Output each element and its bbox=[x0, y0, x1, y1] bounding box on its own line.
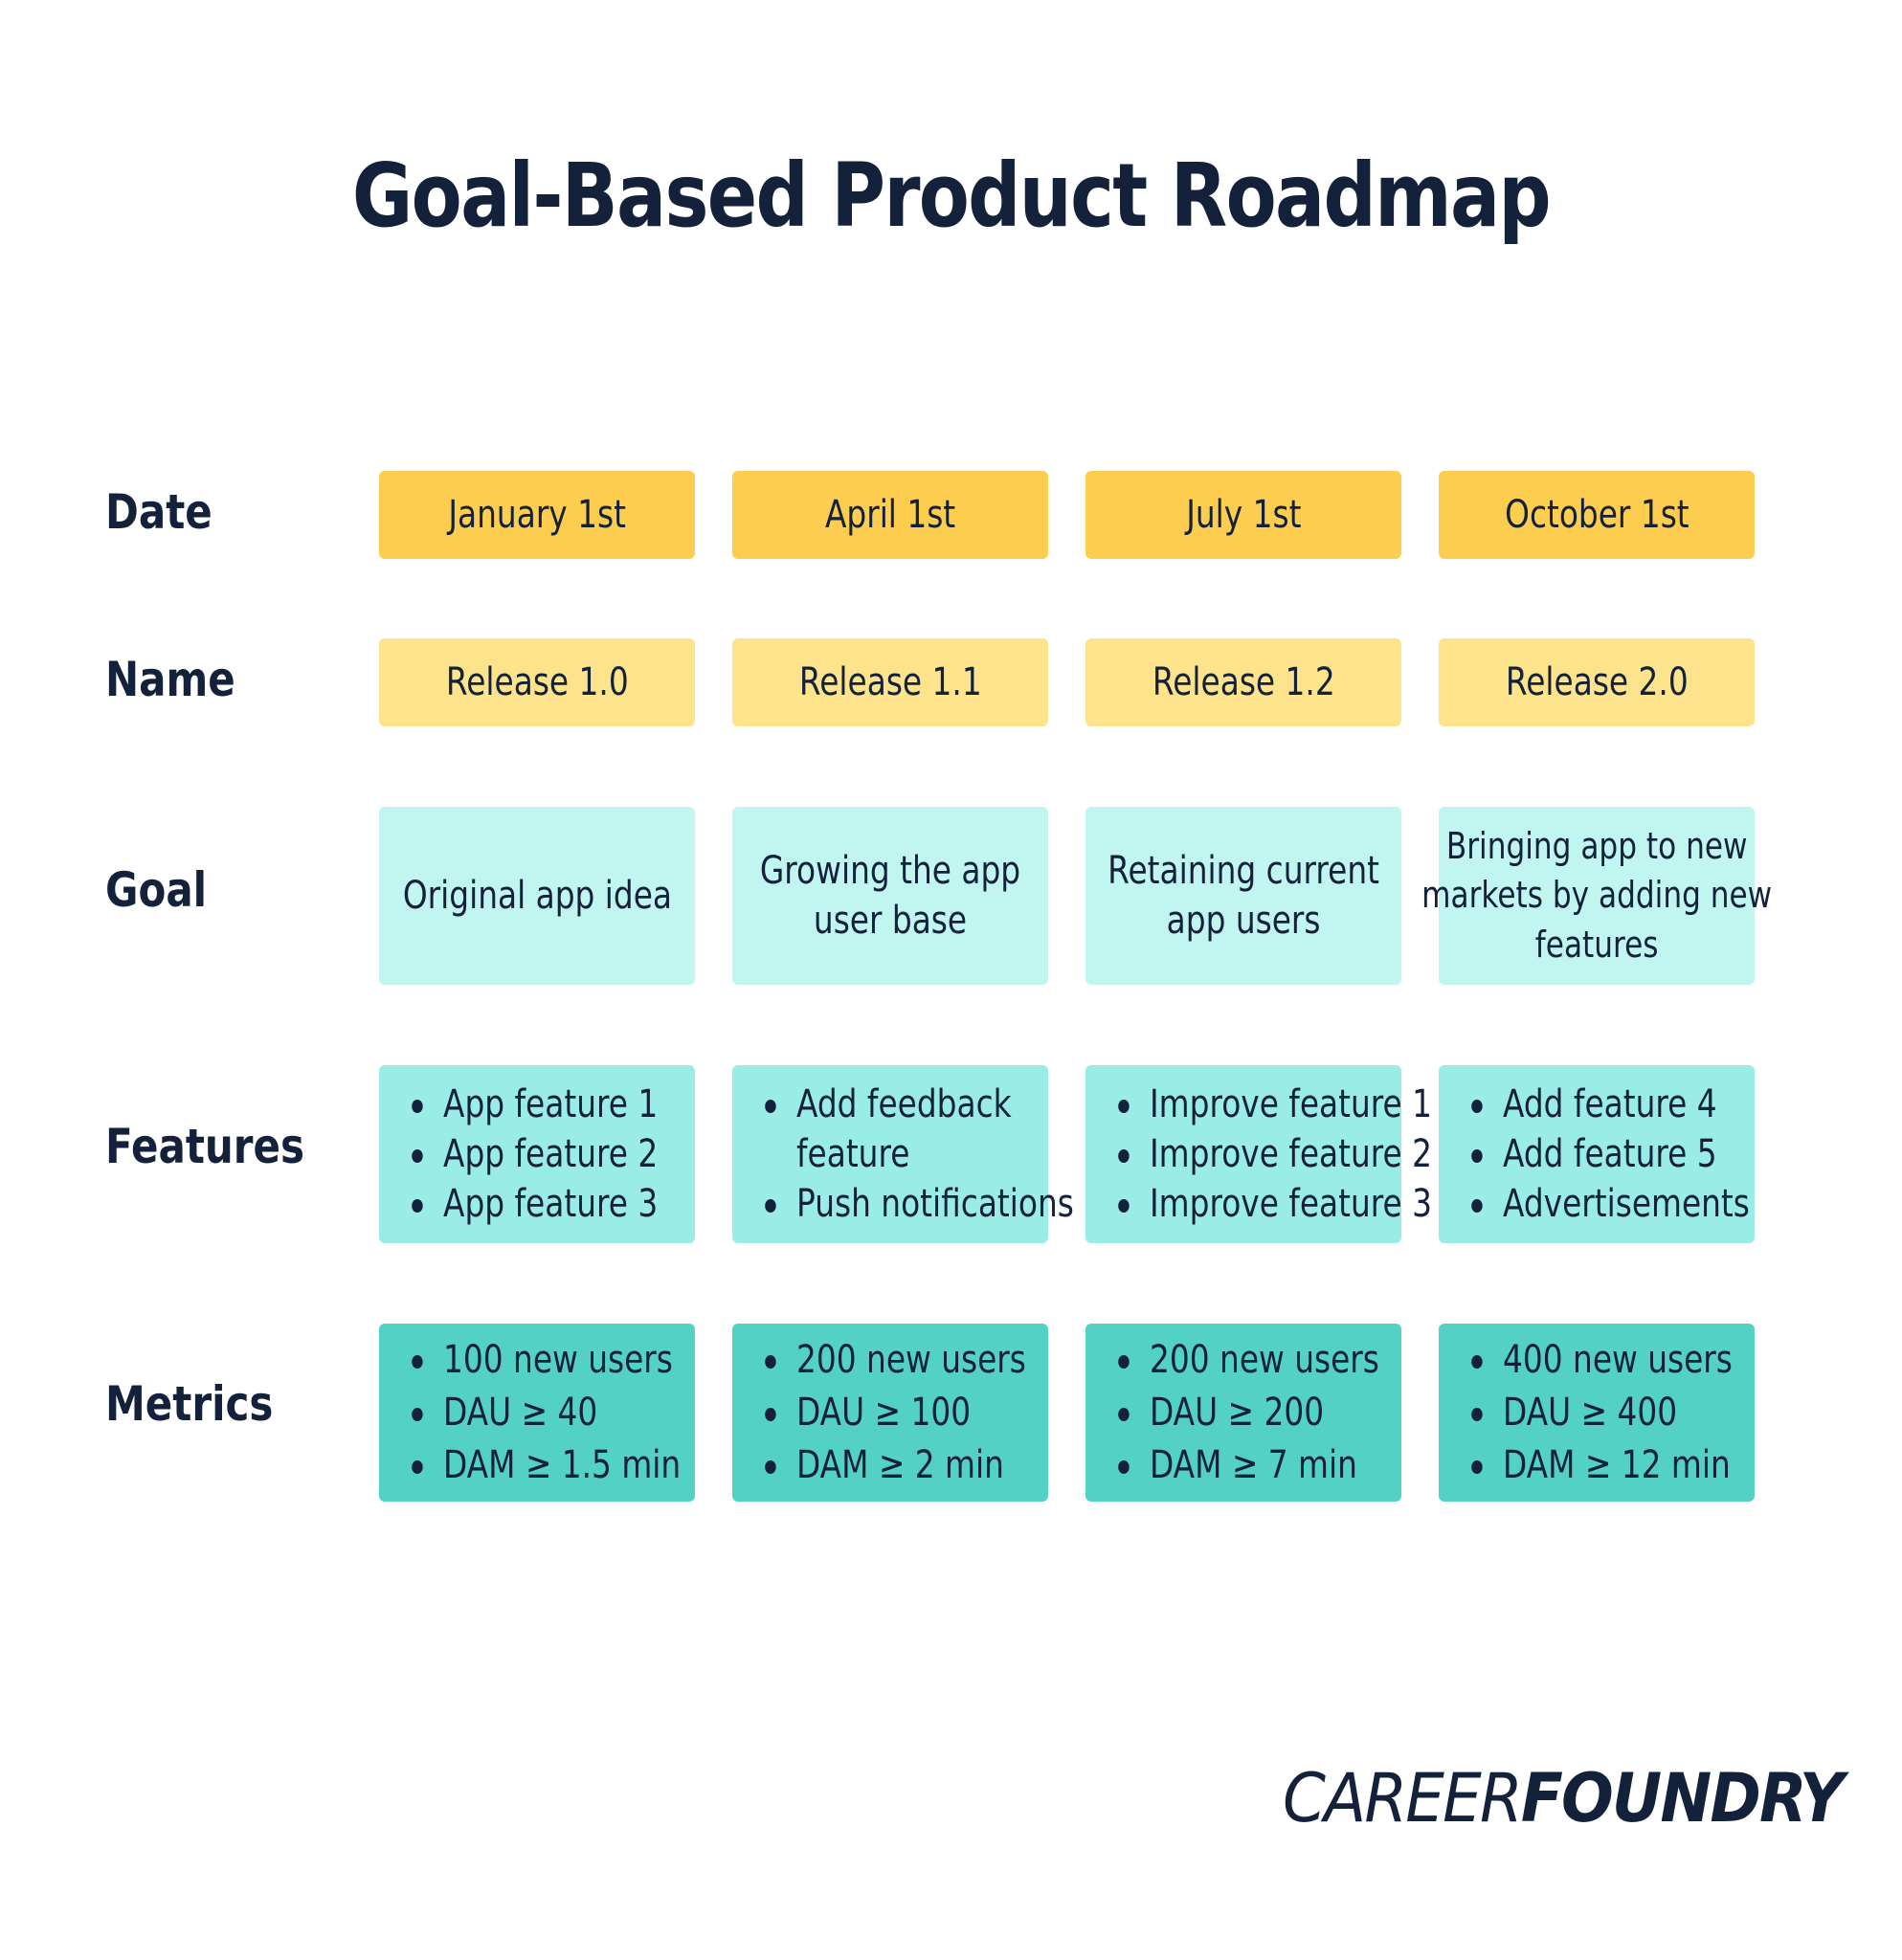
metric-item: DAU ≥ 400 bbox=[1464, 1387, 1733, 1439]
release-name-text: Release 2.0 bbox=[1505, 660, 1689, 704]
release-name-text: Release 1.2 bbox=[1152, 660, 1335, 704]
goal-line: features bbox=[1534, 923, 1659, 966]
goal-text: Bringing app to new markets by adding ne… bbox=[1421, 822, 1772, 969]
goal-line: Bringing app to new bbox=[1445, 825, 1748, 868]
date-text: October 1st bbox=[1504, 493, 1689, 537]
metrics-cell: 100 new users DAU ≥ 40 DAM ≥ 1.5 min bbox=[379, 1324, 695, 1502]
feature-item: App feature 2 bbox=[404, 1129, 658, 1179]
feature-item: Improve feature 2 bbox=[1110, 1129, 1432, 1179]
page-title: Goal-Based Product Roadmap bbox=[351, 145, 1552, 247]
logo-light-text: CAREER bbox=[1283, 1759, 1523, 1838]
metric-item: DAU ≥ 40 bbox=[404, 1387, 681, 1439]
metric-item: DAM ≥ 12 min bbox=[1464, 1439, 1733, 1492]
release-name-text: Release 1.1 bbox=[798, 660, 982, 704]
goal-line: app users bbox=[1166, 899, 1321, 943]
goal-line: Retaining current bbox=[1108, 849, 1379, 893]
date-cell: January 1st bbox=[379, 471, 695, 559]
metric-item: 200 new users bbox=[757, 1334, 1026, 1387]
careerfoundry-logo: CAREERFOUNDRY bbox=[1283, 1759, 1845, 1838]
metric-item: 200 new users bbox=[1110, 1334, 1379, 1387]
metrics-list: 400 new users DAU ≥ 400 DAM ≥ 12 min bbox=[1464, 1334, 1733, 1492]
features-list: App feature 1 App feature 2 App feature … bbox=[404, 1080, 658, 1229]
features-cell: Add feedback feature Push notifications bbox=[732, 1065, 1074, 1243]
metric-item: DAM ≥ 1.5 min bbox=[404, 1439, 681, 1492]
release-name-cell: Release 2.0 bbox=[1439, 638, 1755, 726]
metric-item: DAM ≥ 7 min bbox=[1110, 1439, 1379, 1492]
feature-item: Improve feature 3 bbox=[1110, 1179, 1432, 1229]
metric-item: DAU ≥ 200 bbox=[1110, 1387, 1379, 1439]
features-list: Improve feature 1 Improve feature 2 Impr… bbox=[1110, 1080, 1432, 1229]
metrics-cell: 200 new users DAU ≥ 100 DAM ≥ 2 min bbox=[732, 1324, 1048, 1502]
row-label-date: Date bbox=[105, 484, 213, 540]
feature-item: App feature 3 bbox=[404, 1179, 658, 1229]
goal-cell: Bringing app to new markets by adding ne… bbox=[1421, 807, 1772, 985]
metric-item: DAM ≥ 2 min bbox=[757, 1439, 1026, 1492]
features-cell: Add feature 4 Add feature 5 Advertisemen… bbox=[1439, 1065, 1755, 1243]
metrics-cell: 400 new users DAU ≥ 400 DAM ≥ 12 min bbox=[1439, 1324, 1755, 1502]
goal-text: Growing the app user base bbox=[760, 846, 1020, 946]
row-label-features: Features bbox=[105, 1119, 304, 1174]
logo-bold-text: FOUNDRY bbox=[1520, 1759, 1845, 1838]
feature-item-continuation: feature bbox=[796, 1132, 910, 1176]
feature-item: Advertisements bbox=[1464, 1179, 1750, 1229]
date-cell: April 1st bbox=[732, 471, 1048, 559]
feature-item: Add feature 4 bbox=[1464, 1080, 1750, 1129]
feature-item: Add feedback bbox=[757, 1080, 1074, 1129]
features-list: Add feature 4 Add feature 5 Advertisemen… bbox=[1464, 1080, 1750, 1229]
goal-text: Retaining current app users bbox=[1108, 846, 1379, 946]
goal-line: Growing the app bbox=[759, 849, 1021, 893]
goal-cell: Retaining current app users bbox=[1085, 807, 1401, 985]
goal-line: user base bbox=[813, 899, 968, 943]
features-cell: Improve feature 1 Improve feature 2 Impr… bbox=[1085, 1065, 1432, 1243]
metrics-list: 200 new users DAU ≥ 200 DAM ≥ 7 min bbox=[1110, 1334, 1379, 1492]
goal-cell: Growing the app user base bbox=[732, 807, 1048, 985]
metric-item: 100 new users bbox=[404, 1334, 681, 1387]
date-text: January 1st bbox=[448, 493, 626, 537]
metric-item: DAU ≥ 100 bbox=[757, 1387, 1026, 1439]
feature-item: Add feature 5 bbox=[1464, 1129, 1750, 1179]
goal-text: Original app idea bbox=[402, 871, 671, 921]
release-name-cell: Release 1.1 bbox=[732, 638, 1048, 726]
feature-item: Improve feature 1 bbox=[1110, 1080, 1432, 1129]
date-text: July 1st bbox=[1185, 493, 1302, 537]
row-label-name: Name bbox=[105, 652, 235, 707]
metrics-list: 200 new users DAU ≥ 100 DAM ≥ 2 min bbox=[757, 1334, 1026, 1492]
goal-line: Original app idea bbox=[402, 874, 672, 918]
metric-item: 400 new users bbox=[1464, 1334, 1733, 1387]
goal-line: markets by adding new bbox=[1421, 874, 1773, 917]
features-cell: App feature 1 App feature 2 App feature … bbox=[379, 1065, 695, 1243]
date-cell: October 1st bbox=[1439, 471, 1755, 559]
feature-item: Push notifications bbox=[757, 1179, 1074, 1229]
date-cell: July 1st bbox=[1085, 471, 1401, 559]
metrics-cell: 200 new users DAU ≥ 200 DAM ≥ 7 min bbox=[1085, 1324, 1401, 1502]
release-name-cell: Release 1.0 bbox=[379, 638, 695, 726]
date-text: April 1st bbox=[824, 493, 956, 537]
features-list: Add feedback feature Push notifications bbox=[757, 1080, 1074, 1229]
metrics-list: 100 new users DAU ≥ 40 DAM ≥ 1.5 min bbox=[404, 1334, 681, 1492]
release-name-text: Release 1.0 bbox=[445, 660, 629, 704]
goal-cell: Original app idea bbox=[379, 807, 695, 985]
feature-item: App feature 1 bbox=[404, 1080, 658, 1129]
row-label-metrics: Metrics bbox=[105, 1376, 274, 1432]
row-label-goal: Goal bbox=[105, 862, 208, 918]
release-name-cell: Release 1.2 bbox=[1085, 638, 1401, 726]
